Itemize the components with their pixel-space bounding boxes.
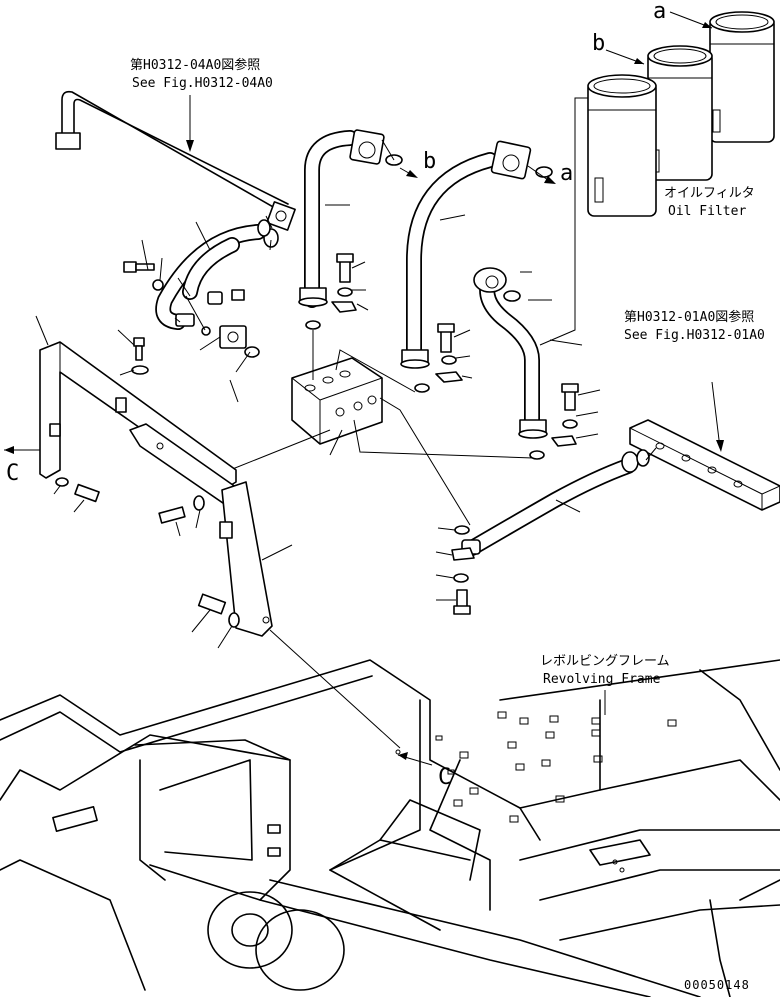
marker-b-hose: b — [423, 149, 437, 174]
marker-c-frame: C — [438, 765, 452, 790]
oil-filter-c — [709, 11, 775, 143]
ref-04a0-jp-label: 第H0312-04A0図参照 — [130, 58, 261, 73]
oil-filter-b — [647, 45, 713, 181]
ref-01a0-jp-label: 第H0312-01A0図参照 — [624, 310, 755, 325]
manifold-block — [291, 357, 383, 445]
ref-04a0-en-label: See Fig.H0312-04A0 — [132, 76, 273, 91]
oil-filter-jp-label: オイルフィルタ — [664, 186, 755, 201]
ref-01a0-en-label: See Fig.H0312-01A0 — [624, 328, 765, 343]
marker-c-left: C — [6, 461, 20, 486]
tube-ref-04a0 — [55, 90, 296, 231]
bolt-group-left — [123, 261, 260, 375]
revolving-frame-en-label: Revolving Frame — [543, 672, 661, 687]
oil-filter-en-label: Oil Filter — [668, 204, 747, 219]
revolving-frame-jp-label: レボルビングフレーム — [540, 654, 670, 669]
oil-filter-a — [587, 74, 657, 217]
drawing-number: 00050148 — [684, 978, 750, 992]
manifold-ref-01a0 — [629, 419, 780, 511]
marker-b-top: b — [592, 31, 606, 56]
mounting-bracket — [39, 341, 273, 637]
marker-a-top: a — [653, 0, 667, 24]
revolving-frame — [0, 659, 780, 997]
marker-a-hose: a — [560, 161, 574, 186]
